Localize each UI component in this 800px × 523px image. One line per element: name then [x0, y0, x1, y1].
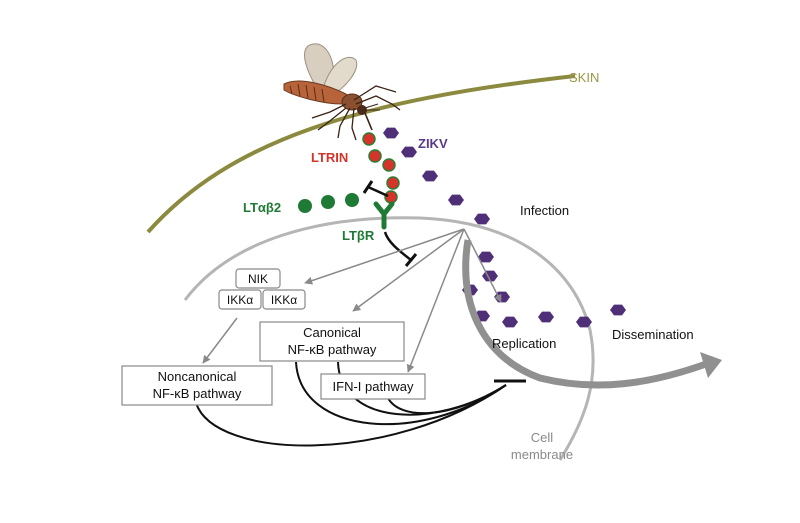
dissemination-arrow [462, 239, 722, 389]
lt-ab2-dots [298, 193, 359, 213]
ltrin-dot [362, 132, 376, 146]
zikv-particle [401, 146, 417, 158]
ltbr-label: LTβR [342, 228, 375, 243]
skin-line [146, 74, 576, 234]
zikv-particle [448, 194, 464, 206]
mosquito-illustration [283, 43, 401, 141]
zikv-particle [383, 127, 399, 139]
dissemination-label: Dissemination [612, 327, 694, 342]
zikv-particle [478, 251, 494, 263]
ikka-box-2 [262, 289, 306, 310]
ikka-box-1 [218, 289, 262, 310]
ltrin-dot [386, 176, 400, 190]
zikv-particle [502, 316, 518, 328]
ikka-label-2: IKKα [271, 293, 297, 307]
zikv-particle [474, 213, 490, 225]
infection-label: Infection [520, 203, 569, 218]
membrane-label-line2: membrane [511, 447, 573, 462]
zikv-particle [576, 316, 592, 328]
canonical-label-line2: NF-κB pathway [288, 342, 377, 357]
ltbr-inhibition [383, 231, 418, 267]
nik-box [235, 268, 281, 289]
ifn-box [320, 373, 426, 400]
lt-ab2-label: LTαβ2 [243, 200, 281, 215]
ltrin-dots [362, 132, 400, 204]
zikv-particle [538, 311, 554, 323]
ifn-label: IFN-I pathway [333, 379, 414, 394]
replication-label: Replication [492, 336, 556, 351]
ltrin-dot [368, 149, 382, 163]
noncanonical-label-line1: Noncanonical [158, 369, 237, 384]
canonical-label-line1: Canonical [303, 325, 361, 340]
ltrin-dot [384, 190, 398, 204]
zikv-label: ZIKV [418, 136, 448, 151]
ikka-label-1: IKKα [227, 293, 253, 307]
noncanonical-box [121, 365, 273, 406]
zikv-particle [610, 304, 626, 316]
membrane-label-line1: Cell [531, 430, 554, 445]
ltbr-receptor-icon [373, 201, 395, 230]
ltrin-dot [382, 158, 396, 172]
noncanonical-label-line2: NF-κB pathway [153, 386, 242, 401]
nik-label: NIK [248, 272, 268, 286]
ltrin-label: LTRIN [311, 150, 348, 165]
zikv-particle [422, 170, 438, 182]
zikv-particles [383, 127, 626, 328]
canonical-box [259, 321, 405, 362]
ltrin-inhibition [362, 180, 389, 198]
skin-label: SKIN [569, 70, 599, 85]
